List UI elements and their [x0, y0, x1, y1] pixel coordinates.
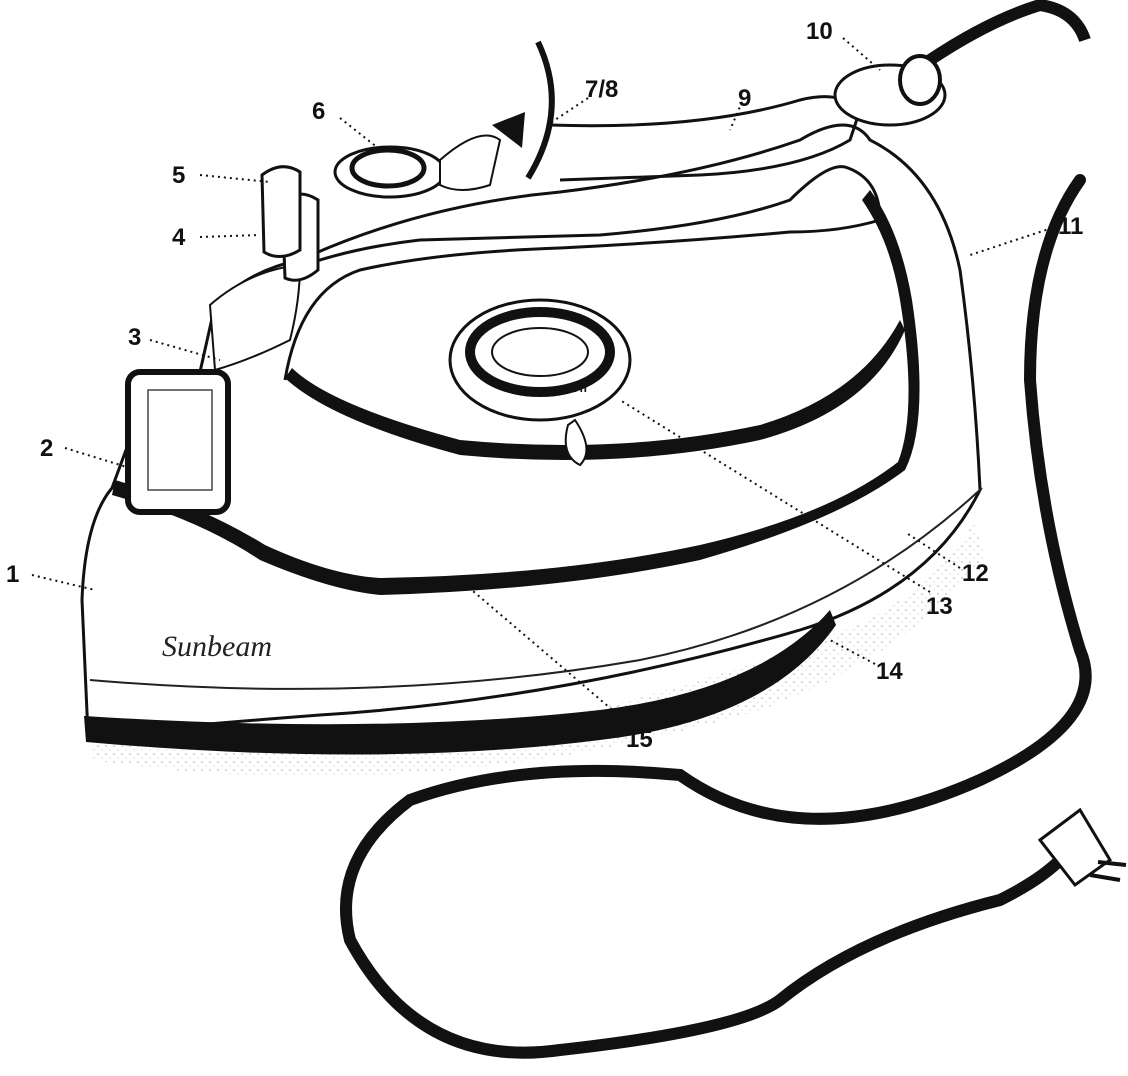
steam-dial-tab: [439, 134, 502, 191]
leader-5: [199, 174, 271, 183]
callout-10: 10: [806, 18, 833, 45]
callout-6: 6: [312, 98, 326, 125]
callout-9: 9: [738, 85, 752, 112]
callout-12: 12: [962, 560, 989, 587]
handle-top: [549, 95, 862, 182]
temperature-dial-pointer: [564, 418, 588, 467]
power-cord-loop: [340, 174, 1092, 1059]
self-clean-arc: [525, 40, 555, 180]
tank-line: [89, 487, 983, 690]
leader-13: [619, 399, 931, 593]
leader-9: [729, 101, 743, 131]
callout-14: 14: [876, 658, 903, 685]
cord-strain-relief-cap: [898, 54, 942, 106]
leader-78: [551, 97, 589, 123]
leader-4: [199, 234, 261, 238]
leader-3: [149, 339, 221, 361]
fill-cover: [208, 263, 302, 372]
spray-nozzle-window: [147, 389, 213, 491]
callout-11: 11: [1058, 213, 1084, 240]
callout-3: 3: [128, 324, 142, 351]
leader-6: [339, 117, 379, 149]
leader-15: [459, 579, 631, 726]
callout-5: 5: [172, 162, 186, 189]
leader-11: [969, 227, 1053, 256]
steam-dial: [349, 147, 427, 189]
callout-2: 2: [40, 435, 54, 462]
callout-13: 13: [926, 593, 953, 620]
callout-4: 4: [172, 224, 186, 251]
leader-12: [904, 531, 961, 569]
dial-label: Off: [570, 381, 588, 395]
callout-7-8: 7/8: [585, 76, 619, 103]
leader-lines: [31, 37, 1053, 726]
soleplate-band: [84, 610, 836, 755]
leader-14: [829, 639, 876, 665]
callout-1: 1: [6, 561, 20, 588]
brand-logo: Sunbeam: [162, 630, 272, 663]
indicator-triangle: [492, 112, 525, 148]
power-cord: [926, 0, 1091, 65]
plug: [1037, 807, 1127, 888]
spray-button: [260, 165, 302, 258]
handle: [217, 165, 882, 381]
temperature-dial-center: [491, 327, 589, 377]
callout-15: 15: [626, 726, 653, 753]
leader-10: [842, 37, 881, 71]
